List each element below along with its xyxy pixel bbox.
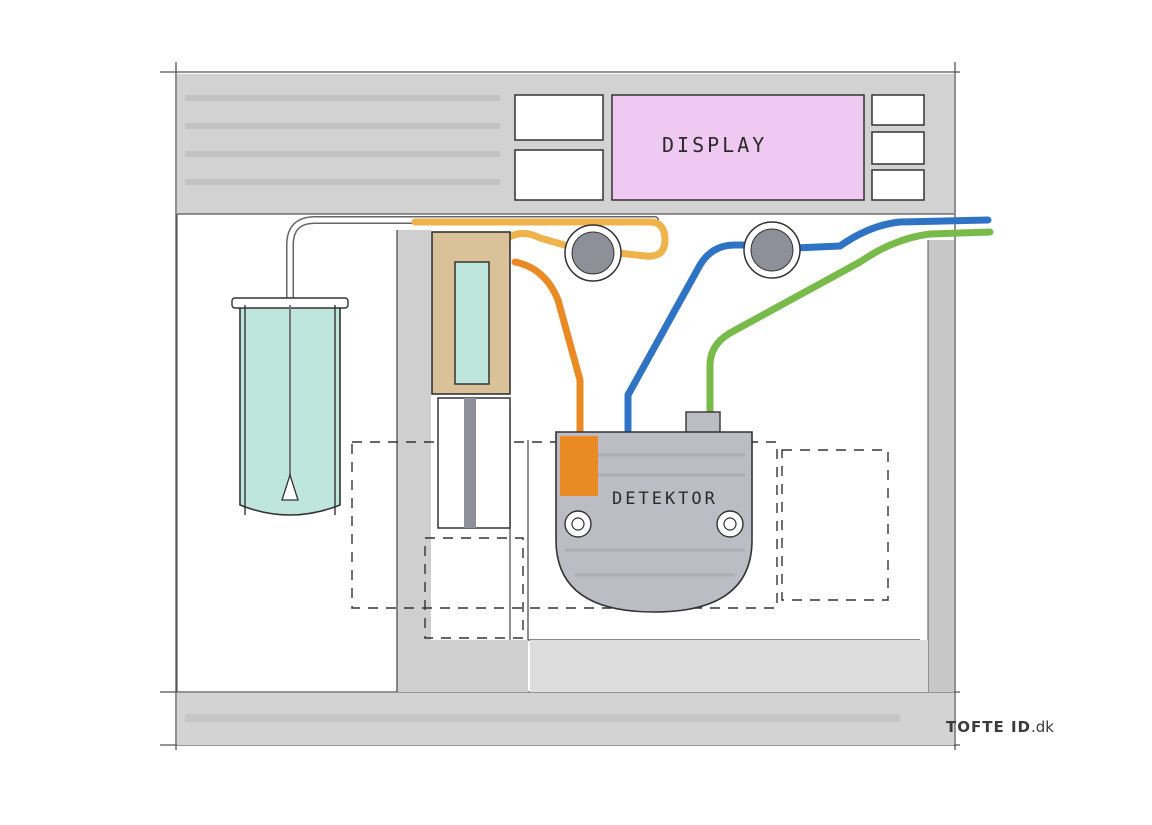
blue-tube — [624, 216, 992, 434]
display-label: DISPLAY — [662, 133, 767, 157]
logo-brand: TOFTE — [946, 718, 1005, 736]
detector-orange-port — [560, 436, 598, 496]
orange-tube — [511, 258, 584, 439]
tubing — [286, 216, 994, 439]
control-button-5 — [871, 169, 925, 201]
control-button-1 — [514, 94, 604, 141]
control-button-4 — [871, 131, 925, 165]
column-unit — [431, 231, 511, 529]
reservoir-container — [231, 297, 349, 516]
center-column — [396, 230, 920, 692]
detektor-label: DETEKTOR — [612, 489, 718, 509]
valve-right — [743, 221, 801, 279]
top-housing: DISPLAY — [177, 74, 954, 215]
bottom-base — [177, 693, 954, 745]
detector: DETEKTOR — [555, 411, 753, 613]
logo-id: ID — [1010, 718, 1032, 736]
control-button-3 — [871, 94, 925, 126]
control-button-2 — [514, 149, 604, 201]
display-panel — [611, 94, 865, 201]
green-tube — [706, 228, 994, 422]
inner-floor — [530, 640, 928, 692]
brand-logo: TOFTE ID.dk — [946, 718, 1054, 736]
valve-left — [564, 224, 622, 282]
right-wall — [928, 240, 954, 692]
dashed-outlines — [351, 441, 889, 639]
logo-suffix: .dk — [1031, 718, 1054, 736]
